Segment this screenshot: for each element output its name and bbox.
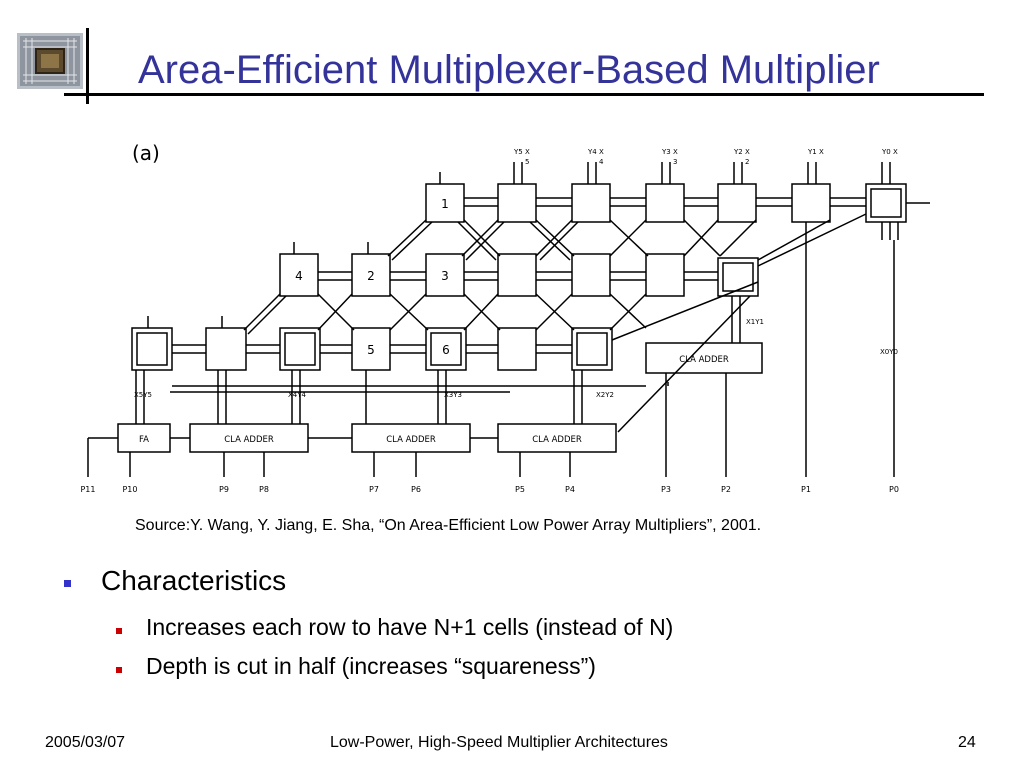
input-label-y3: Y3 X (661, 148, 678, 156)
bullet-marker-level1 (64, 580, 71, 587)
footer-page-number: 24 (958, 734, 976, 751)
output-p5: P5 (515, 485, 525, 494)
input-sub-5: 5 (525, 158, 529, 166)
chip-logo-icon (17, 33, 83, 89)
sub-bullet-row-cells: Increases each row to have N+1 cells (in… (146, 614, 674, 640)
side-label-x4y4: X4Y4 (288, 391, 307, 399)
input-label-y4: Y4 X (587, 148, 604, 156)
input-label-y5: Y5 X (513, 148, 530, 156)
cla-adder-4-label: CLA ADDER (224, 435, 274, 445)
footer-title: Low-Power, High-Speed Multiplier Archite… (330, 734, 668, 751)
cell-number-6: 6 (442, 343, 450, 357)
panel-label: (a) (132, 141, 160, 165)
sub-bullet-depth: Depth is cut in half (increases “squaren… (146, 653, 596, 679)
title-horizontal-rule (64, 93, 984, 96)
output-p9: P9 (219, 485, 229, 494)
side-label-x2y2: X2Y2 (596, 391, 614, 399)
cla-adder-1-label: CLA ADDER (679, 355, 729, 365)
input-label-y0: Y0 X (881, 148, 898, 156)
bullet-marker-level2 (116, 628, 122, 634)
output-p6: P6 (411, 485, 421, 494)
cell-number-5: 5 (367, 343, 375, 357)
side-label-x0y0: X0Y0 (880, 348, 898, 356)
footer-date: 2005/03/07 (45, 734, 126, 751)
output-p4: P4 (565, 485, 575, 494)
fa-label: FA (139, 435, 149, 445)
input-sub-4: 4 (599, 158, 604, 166)
input-sub-3: 3 (673, 158, 677, 166)
output-p2: P2 (721, 485, 731, 494)
source-citation: Source:Y. Wang, Y. Jiang, E. Sha, “On Ar… (135, 517, 762, 534)
output-p1: P1 (801, 485, 811, 494)
slide-title: Area-Efficient Multiplexer-Based Multipl… (138, 48, 880, 92)
output-p7: P7 (369, 485, 379, 494)
output-p3: P3 (661, 485, 671, 494)
cell-number-3: 3 (441, 269, 449, 283)
side-label-x5y5: X5Y5 (134, 391, 152, 399)
multiplier-circuit-diagram: Y5 X Y4 X Y3 X Y2 X Y1 X Y0 X 5 4 3 2 X5… (80, 141, 930, 494)
cla-adder-3-label: CLA ADDER (386, 435, 436, 445)
output-p0: P0 (889, 485, 899, 494)
input-sub-2: 2 (745, 158, 749, 166)
title-vertical-rule (86, 28, 89, 104)
input-label-y2: Y2 X (733, 148, 750, 156)
side-label-x3y3: X3Y3 (444, 391, 462, 399)
bullet-marker-level2 (116, 667, 122, 673)
cla-adder-2-label: CLA ADDER (532, 435, 582, 445)
side-label-x1y1: X1Y1 (746, 318, 764, 326)
cell-number-2: 2 (367, 269, 375, 283)
output-p10: P10 (122, 485, 137, 494)
cell-number-1: 1 (441, 197, 449, 211)
bullet-characteristics: Characteristics (101, 565, 287, 596)
output-p8: P8 (259, 485, 269, 494)
cell-number-4: 4 (295, 269, 303, 283)
input-label-y1: Y1 X (807, 148, 824, 156)
output-p11: P11 (80, 485, 95, 494)
